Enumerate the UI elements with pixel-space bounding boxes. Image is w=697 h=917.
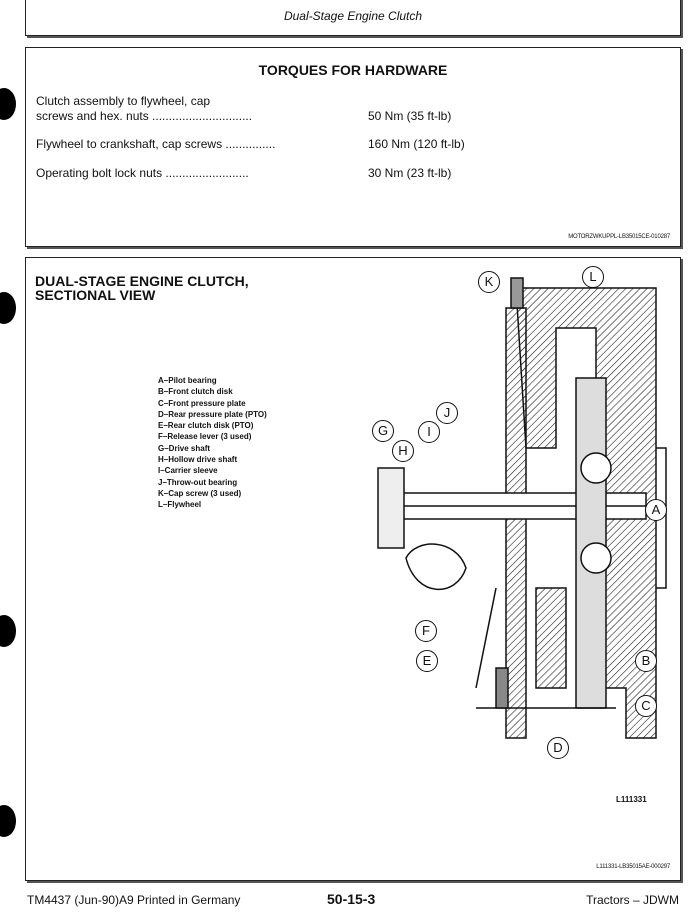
torque-table: TORQUES FOR HARDWARE Clutch assembly to … [25, 47, 681, 247]
footer-right: Tractors – JDWM [586, 893, 679, 907]
callout-i: I [418, 421, 440, 443]
torque-label: Operating bolt lock nuts ...............… [36, 166, 249, 180]
callout-c: C [635, 695, 657, 717]
torque-value: 160 Nm (120 ft-lb) [368, 137, 465, 151]
torque-label: Clutch assembly to flywheel, cap [36, 94, 211, 108]
binder-hole [0, 292, 16, 324]
callout-e: E [416, 650, 438, 672]
page-number: 50-15-3 [327, 891, 376, 907]
callout-k: K [478, 271, 500, 293]
footer-left: TM4437 (Jun-90)A9 Printed in Germany [27, 893, 241, 907]
torque-label: screws and hex. nuts ...................… [36, 109, 253, 123]
torque-value: 50 Nm (35 ft-lb) [368, 109, 452, 123]
figure-code: L111331-LB35015AE-000297 [596, 864, 670, 870]
binder-hole [0, 615, 16, 647]
torque-code: MOTORZWKUPPL-LB35015CE-010287 [568, 234, 670, 240]
callout-a: A [645, 499, 667, 521]
figure-id: L111331 [616, 795, 647, 804]
binder-hole [0, 88, 16, 120]
torque-value: 30 Nm (23 ft-lb) [368, 166, 452, 180]
binder-hole [0, 805, 16, 837]
callout-j: J [436, 402, 458, 424]
callout-g: G [372, 420, 394, 442]
callout-h: H [392, 440, 414, 462]
torque-label: Flywheel to crankshaft, cap screws .....… [36, 137, 276, 151]
callout-b: B [635, 650, 657, 672]
clutch-section-diagram [377, 277, 667, 739]
figure-title: DUAL-STAGE ENGINE CLUTCH,SECTIONAL VIEW [35, 273, 249, 303]
figure-box: DUAL-STAGE ENGINE CLUTCH,SECTIONAL VIEW … [25, 257, 681, 881]
callout-d: D [547, 737, 569, 759]
header-box: Dual-Stage Engine Clutch [25, 0, 681, 36]
callout-f: F [415, 620, 437, 642]
torque-title: TORQUES FOR HARDWARE [258, 62, 448, 78]
page-header-title: Dual-Stage Engine Clutch [283, 9, 423, 23]
callout-l: L [582, 266, 604, 288]
